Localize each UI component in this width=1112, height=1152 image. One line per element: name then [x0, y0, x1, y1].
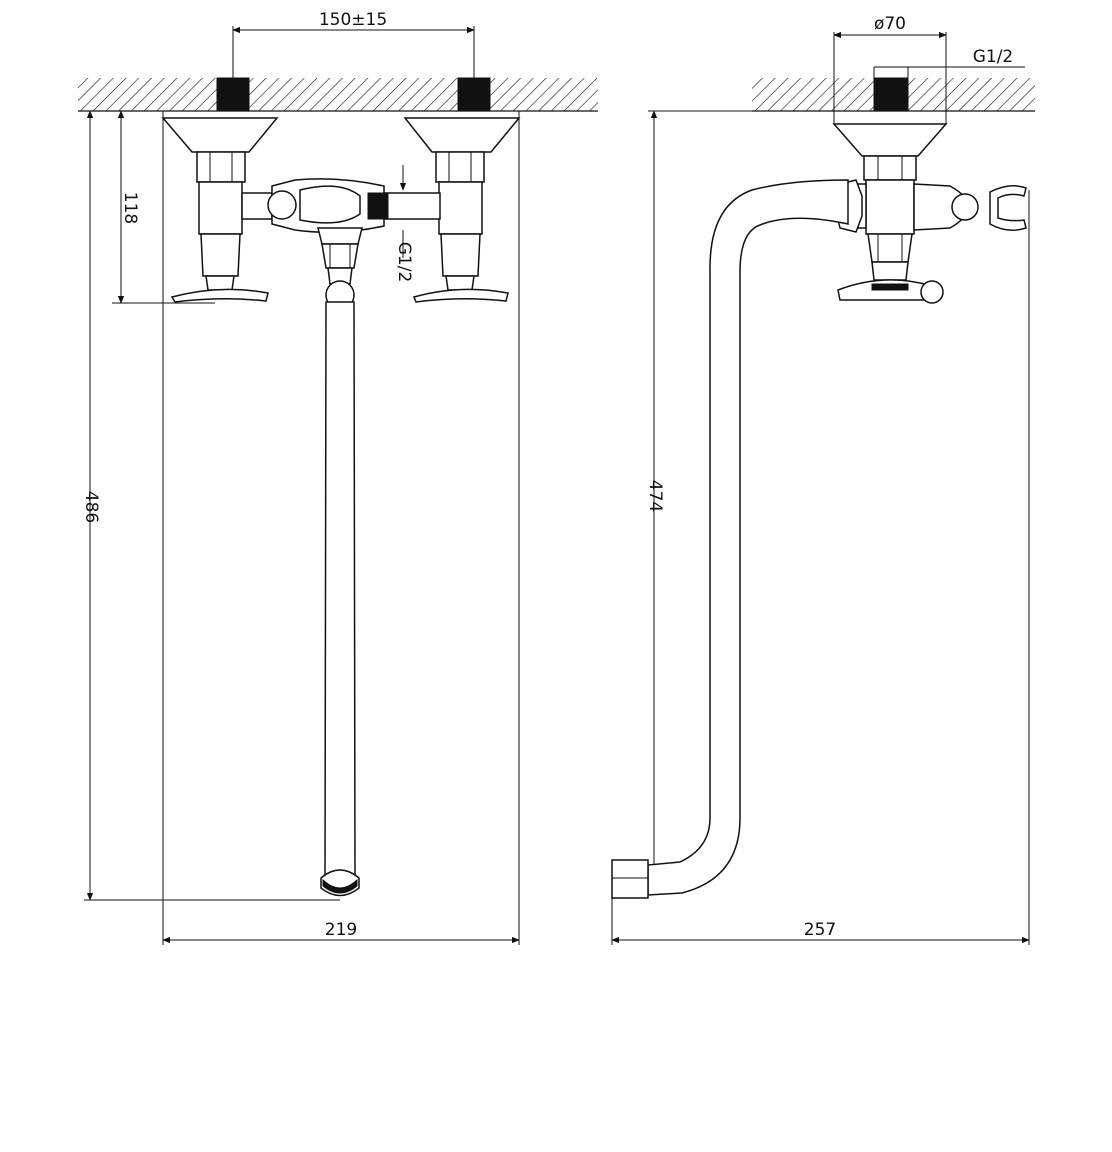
- dim-diameter: ø70: [874, 14, 906, 34]
- dim-width-front: 219: [325, 920, 357, 940]
- hose-side: [611, 179, 849, 899]
- valve-left: [161, 117, 279, 303]
- dim-height-side: 474: [645, 480, 665, 512]
- hose-front: [320, 301, 360, 897]
- mixer-body-front: [241, 178, 441, 310]
- dim-height-handles: 118: [120, 192, 140, 224]
- dim-outlet-thread: G1/2: [394, 242, 414, 283]
- front-view: 150±15 486 118 219 G1/2: [78, 10, 598, 945]
- mixer-body-side: [832, 123, 1027, 304]
- dim-inlet-thread: G1/2: [973, 47, 1014, 67]
- inlet-block-left: [216, 77, 250, 112]
- side-view: ø70 G1/2 474 257: [611, 14, 1035, 945]
- inlet-block-side: [873, 77, 909, 112]
- wall-hatch-front: [78, 78, 598, 111]
- dim-width-side: 257: [804, 920, 836, 940]
- dim-height-total: 486: [81, 491, 101, 523]
- valve-right: [403, 117, 521, 303]
- inlet-block-right: [457, 77, 491, 112]
- dim-inlet-spacing: 150±15: [319, 10, 387, 30]
